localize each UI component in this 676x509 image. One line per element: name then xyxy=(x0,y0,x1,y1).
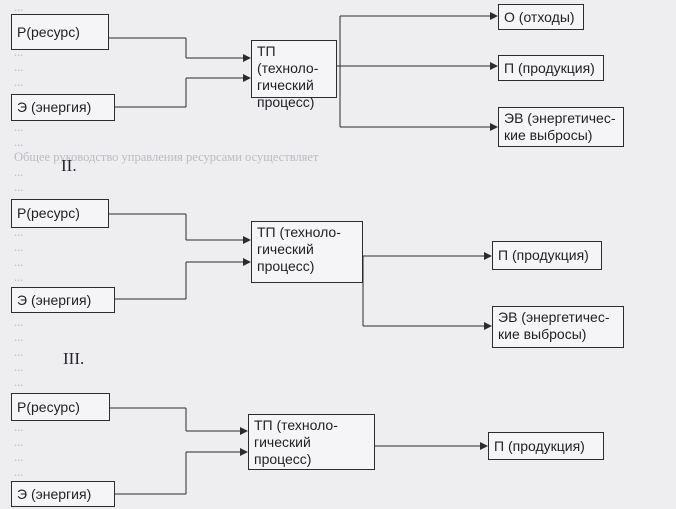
background-text-line: ... xyxy=(14,0,24,14)
background-text-line: ... xyxy=(14,270,24,284)
process-box-1: ТП (техноло- гический процесс) xyxy=(251,40,337,110)
resource-label: Р(ресурс) xyxy=(17,398,80,415)
background-text-line: ... xyxy=(14,450,24,464)
energy-label: Э (энергия) xyxy=(17,291,92,308)
emissions-label: ЭВ (энергетичес- кие выбросы) xyxy=(498,309,610,342)
resource-label: Р(ресурс) xyxy=(17,23,80,40)
background-text-line: ... xyxy=(14,135,24,149)
process-label: ТП (техноло- гический процесс) xyxy=(257,224,341,274)
background-text-line: ... xyxy=(14,465,24,479)
section-numeral-3: III. xyxy=(63,349,85,368)
emissions-box-1: ЭВ (энергетичес- кие выбросы) xyxy=(498,107,624,147)
background-text-line: ... xyxy=(14,165,24,179)
process-label: ТП (техноло- гический процесс) xyxy=(257,43,319,110)
energy-box-3: Э (энергия) xyxy=(11,481,115,507)
product-box-3: П (продукция) xyxy=(488,432,604,460)
background-text-line: ... xyxy=(14,225,24,239)
energy-label: Э (энергия) xyxy=(17,99,92,115)
process-box-2: ТП (техноло- гический процесс) xyxy=(251,221,363,283)
resource-label: Р(ресурс) xyxy=(17,205,80,221)
energy-label: Э (энергия) xyxy=(17,485,92,502)
background-text-line: ... xyxy=(14,45,24,59)
energy-box-1: Э (энергия) xyxy=(11,94,115,121)
background-text-line: ... xyxy=(14,75,24,89)
background-text-line: Общее руководство управления ресурсами о… xyxy=(14,150,319,164)
process-box-3: ТП (техноло- гический процесс) xyxy=(248,414,375,470)
background-text-line: ... xyxy=(14,255,24,269)
waste-label: О (отходы) xyxy=(504,8,575,25)
product-box-2: П (продукция) xyxy=(492,241,602,270)
background-text-line: ... xyxy=(14,435,24,449)
waste-box-1: О (отходы) xyxy=(498,4,584,30)
background-text-line: ... xyxy=(14,360,24,374)
background-text-line: ... xyxy=(14,240,24,254)
background-text-line: ... xyxy=(14,315,24,329)
background-text-line: ... xyxy=(14,60,24,74)
background-text-line: ... xyxy=(14,375,24,389)
product-label: П (продукция) xyxy=(494,437,585,454)
background-text-line: ... xyxy=(14,330,24,344)
emissions-box-2: ЭВ (энергетичес- кие выбросы) xyxy=(492,306,624,348)
product-box-1: П (продукция) xyxy=(498,55,604,81)
background-text-line: ... xyxy=(14,180,24,194)
process-label: ТП (техноло- гический процесс) xyxy=(254,417,338,467)
background-text-line: ... xyxy=(14,345,24,359)
resource-box-3: Р(ресурс) xyxy=(11,393,110,421)
energy-box-2: Э (энергия) xyxy=(11,287,115,313)
resource-box-1: Р(ресурс) xyxy=(11,14,109,50)
product-label: П (продукция) xyxy=(504,59,595,76)
background-text-line: ... xyxy=(14,420,24,434)
background-text-line: ... xyxy=(14,120,24,134)
resource-box-2: Р(ресурс) xyxy=(11,199,109,228)
section-numeral-2: II. xyxy=(61,156,77,175)
emissions-label: ЭВ (энергетичес- кие выбросы) xyxy=(504,110,616,143)
product-label: П (продукция) xyxy=(498,247,589,263)
